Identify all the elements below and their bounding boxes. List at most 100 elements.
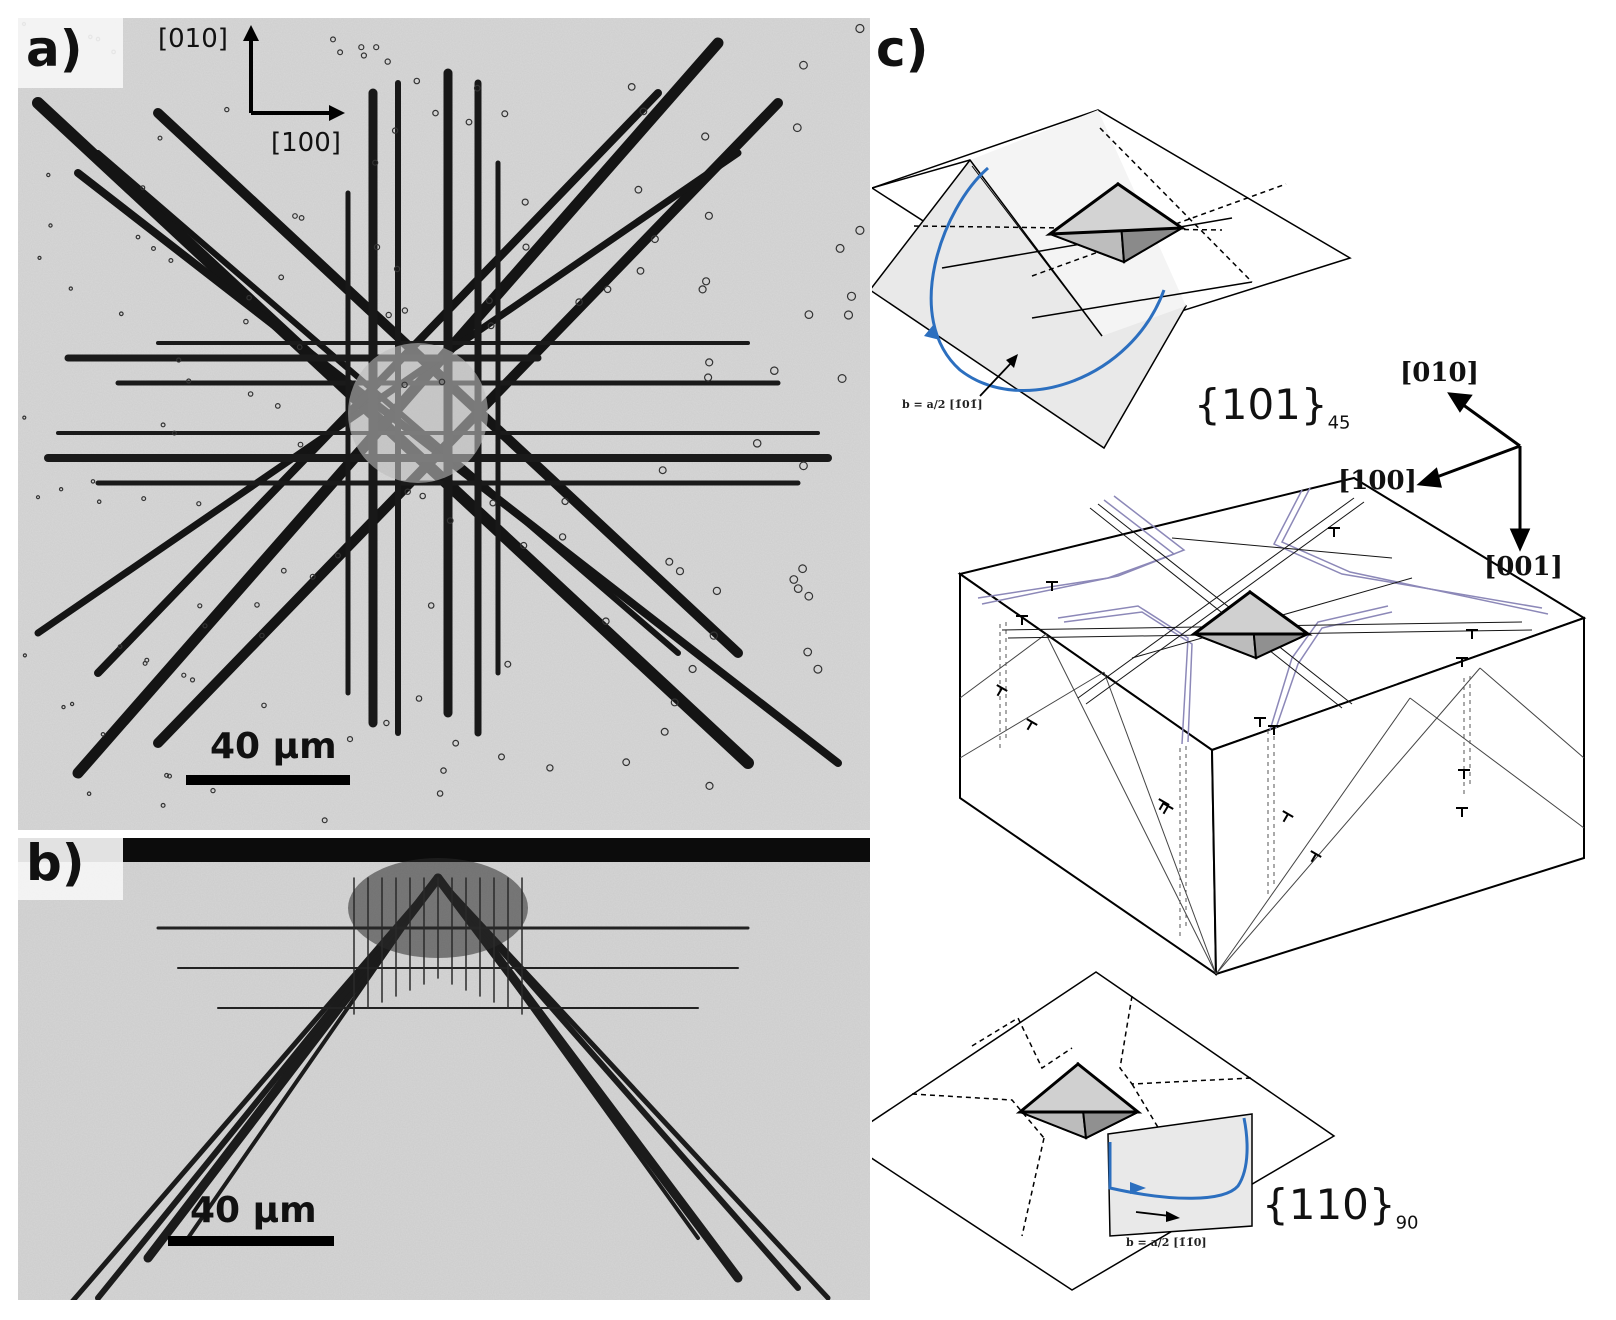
surface-particle: [489, 499, 497, 507]
surface-particle: [160, 422, 166, 428]
surface-particle: [415, 695, 423, 702]
burgers-vector-label-bottom: b = a/2 [1̄1̄0]: [1126, 1236, 1207, 1249]
surface-particle: [636, 266, 645, 275]
surface-particle: [670, 698, 679, 707]
surface-particle: [117, 644, 123, 649]
dislocation-arm: [435, 875, 831, 1300]
surface-particle: [337, 49, 344, 56]
surface-particle: [522, 243, 530, 251]
slip-plane-label-top: {101}45: [1194, 380, 1351, 433]
surface-particle: [68, 286, 74, 291]
surface-particle: [384, 58, 391, 65]
dislocation-t-symbol: [1158, 798, 1170, 811]
surface-particle: [804, 310, 814, 320]
surface-particle: [660, 727, 669, 736]
schematic-diagram: c): [872, 18, 1616, 1308]
surface-particle: [37, 255, 42, 260]
surface-particle: [804, 591, 814, 601]
surface-particle: [86, 791, 92, 797]
surface-particle: [210, 787, 216, 794]
loop-direction-arrow: [1130, 1182, 1146, 1194]
surface-particle: [634, 185, 643, 194]
surface-particle: [309, 573, 316, 580]
surface-particle: [701, 132, 710, 141]
surface-particle: [189, 677, 196, 683]
dislocation-t-symbol: [1458, 769, 1470, 779]
surface-particle: [96, 499, 102, 505]
surface-particle: [330, 36, 337, 43]
axis-label-001: [001]: [1484, 552, 1563, 582]
surface-particle: [274, 403, 281, 409]
surface-particle: [520, 541, 528, 550]
surface-particle: [360, 52, 367, 59]
surface-particle: [278, 274, 285, 281]
surface-particle: [404, 488, 411, 495]
surface-particle: [118, 311, 124, 317]
surface-particle: [157, 135, 163, 141]
surface-particle: [438, 378, 446, 386]
surface-particle: [419, 492, 427, 500]
surface-particle: [261, 702, 267, 709]
slip-plane-label-bottom: {110}90: [1262, 1180, 1419, 1233]
surface-particle: [358, 44, 365, 51]
surface-particle: [202, 623, 208, 629]
surface-particle: [546, 764, 554, 772]
surface-particle: [704, 211, 714, 220]
surface-plane-bottom: [872, 971, 1336, 1291]
surface-particle: [372, 159, 379, 166]
top-slip-plane-group: [872, 109, 1352, 450]
orientation-axes-icon: [243, 25, 345, 121]
surface-particle: [35, 495, 41, 500]
surface-particle: [151, 246, 157, 252]
surface-particle: [561, 497, 569, 506]
surface-particle: [504, 660, 512, 668]
bottom-slip-system: [872, 971, 1336, 1291]
dislocation-t-symbol: [1046, 581, 1058, 591]
surface-particle: [855, 23, 865, 34]
surface-particle: [292, 213, 298, 219]
surface-particle: [575, 298, 583, 306]
surface-particle: [558, 533, 567, 541]
scale-bar: [168, 1236, 334, 1246]
surface-particle: [167, 773, 173, 779]
plane-angle-subscript: 90: [1395, 1212, 1419, 1234]
surface-particle: [243, 318, 249, 325]
dislocation-t-symbol: [1328, 527, 1340, 537]
burgers-vector-arrow: [1006, 354, 1018, 368]
surface-particle: [789, 575, 799, 584]
scale-bar-label: 40 μm: [190, 1190, 317, 1231]
surface-particle: [798, 564, 807, 574]
indenter-icon: [1189, 589, 1313, 660]
surface-particle: [385, 311, 392, 319]
plane-angle-subscript: 45: [1327, 412, 1351, 434]
dislocation-t-symbol: [1026, 718, 1038, 731]
surface-particle: [334, 552, 341, 559]
surface-particle: [799, 461, 808, 471]
surface-particle: [835, 243, 845, 253]
surface-particle: [793, 584, 803, 593]
surface-particle: [440, 767, 447, 774]
surface-particle: [639, 107, 648, 116]
crystal-axes-icon: [1416, 392, 1531, 552]
surface-particle: [413, 77, 421, 85]
surface-particle: [197, 603, 203, 609]
surface-particle: [373, 243, 381, 251]
surface-particle: [487, 322, 495, 330]
rosette-top-view-image: [18, 18, 870, 830]
surface-particle: [705, 781, 714, 791]
panel-b-label: b): [26, 838, 85, 892]
surface-particle: [843, 310, 854, 320]
indenter-icon: [1045, 181, 1187, 264]
surface-particle: [246, 294, 252, 301]
surface-particle: [297, 441, 304, 448]
surface-particle: [432, 109, 439, 117]
dislocation-t-symbol: [1456, 807, 1468, 817]
surface-particle: [799, 60, 808, 70]
surface-particle: [58, 487, 64, 492]
surface-particle: [752, 438, 762, 448]
surface-particle: [164, 772, 170, 778]
axis-label-100: [100]: [271, 128, 341, 158]
surface-particle: [501, 110, 509, 118]
dislocation-t-symbol: [996, 684, 1008, 697]
dislocation-t-symbol: [1162, 802, 1174, 815]
